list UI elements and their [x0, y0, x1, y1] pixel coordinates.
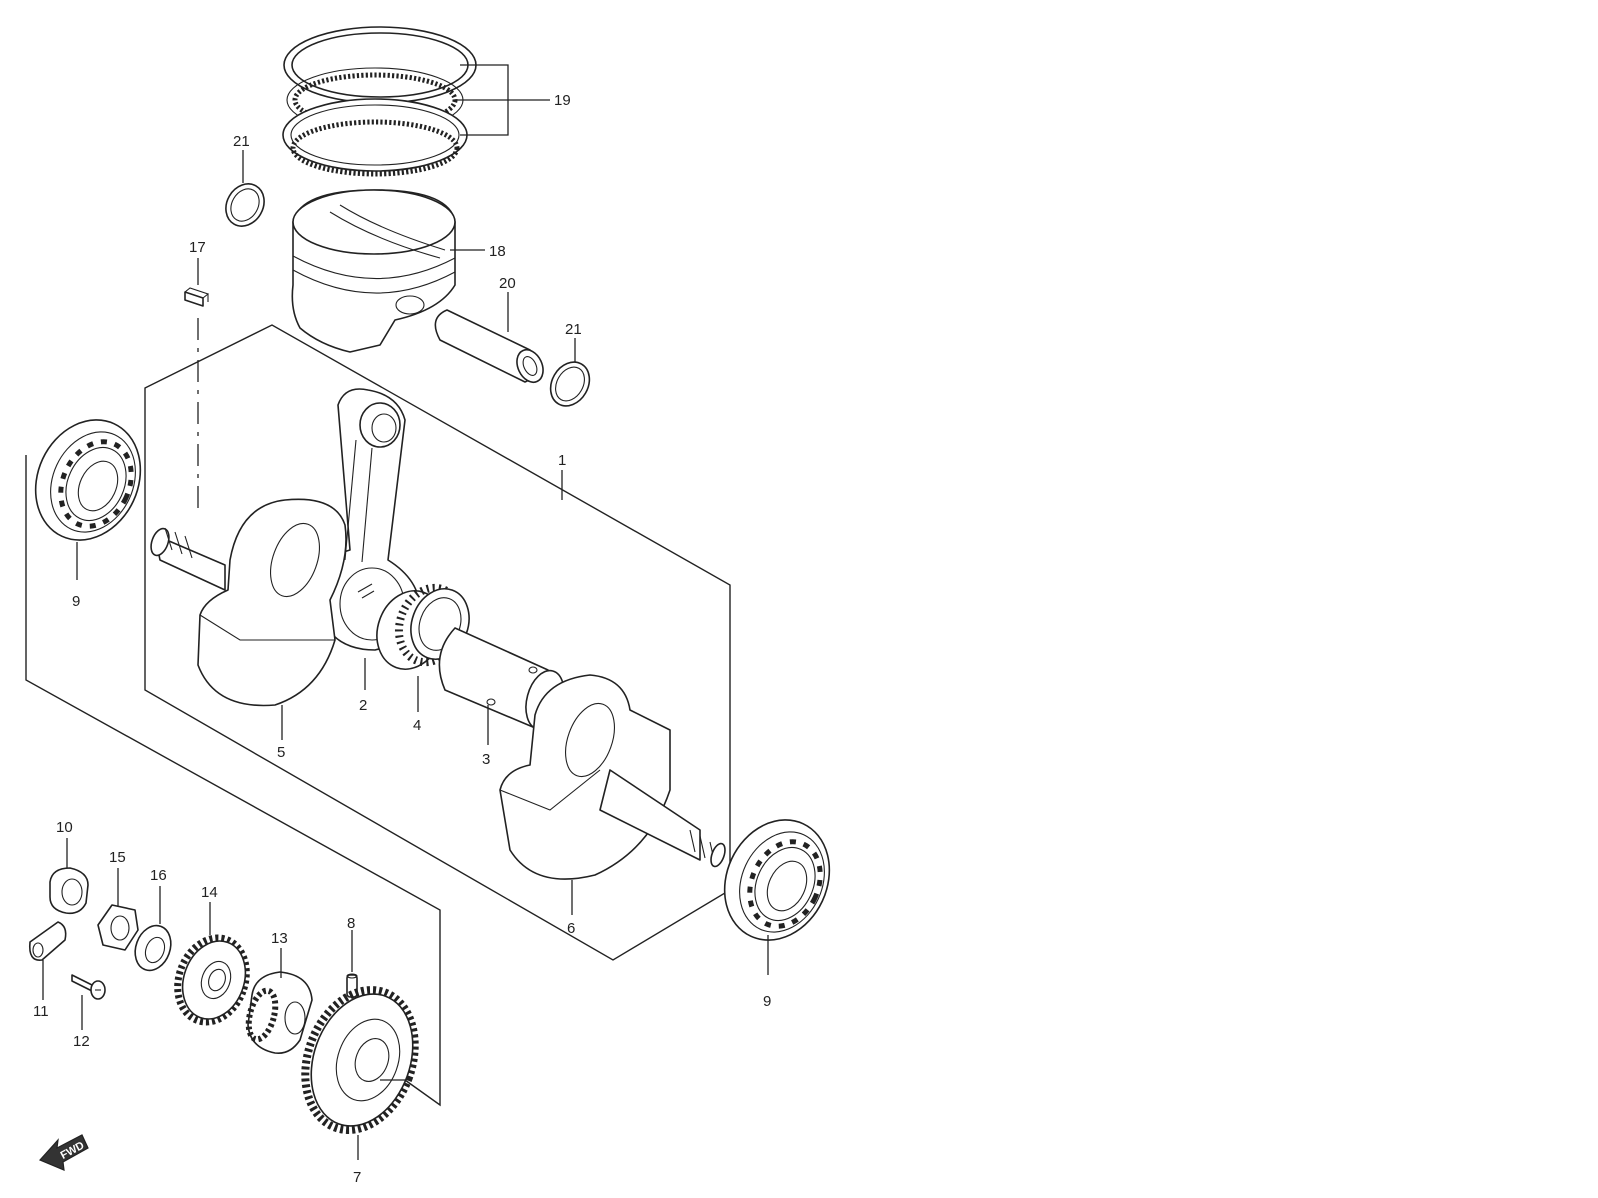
callout-11: 11: [33, 1003, 49, 1020]
crank-bearing-right: [723, 819, 831, 941]
callout-4: 4: [413, 717, 421, 734]
crankshaft-right: [499, 674, 726, 880]
circlip-left: [225, 183, 265, 227]
crankshaft-left: [150, 498, 347, 707]
callout-18: 18: [489, 243, 506, 260]
callout-20: 20: [499, 275, 516, 292]
fwd-label: FWD: [59, 1140, 87, 1162]
piston-pin: [434, 309, 544, 384]
callout-5: 5: [277, 744, 285, 761]
crank-bearing-left: [34, 419, 142, 541]
callout-19: 19: [554, 92, 571, 109]
callout-7: 7: [353, 1169, 361, 1186]
callout-1: 1: [558, 452, 566, 469]
driven-gear: [301, 986, 419, 1134]
callout-13: 13: [271, 930, 288, 947]
piston-ring-set: [282, 26, 477, 177]
callout-9-right: 9: [763, 993, 771, 1010]
drive-gear: [174, 934, 250, 1026]
connecting-rod: [316, 388, 421, 651]
forward-direction-arrow: FWD: [38, 1134, 89, 1171]
callout-16: 16: [150, 867, 167, 884]
callout-12: 12: [73, 1033, 90, 1050]
piston: [291, 189, 456, 353]
callout-9-left: 9: [72, 593, 80, 610]
outer-group-box: [25, 455, 441, 1107]
callout-21-right: 21: [565, 321, 582, 338]
nut: [97, 904, 139, 951]
circlip-right: [549, 361, 591, 407]
woodruff-key: [184, 287, 210, 307]
spacer-collar: [49, 867, 89, 915]
callout-2: 2: [359, 697, 367, 714]
callout-6: 6: [567, 920, 575, 937]
screw: [71, 974, 106, 1000]
washer: [134, 924, 172, 972]
lock-washer: [28, 921, 67, 961]
callout-3: 3: [482, 751, 490, 768]
callout-labels: 1 2 3 4 5 6 7 8 9 9 10 11 12 13 14 15 16…: [33, 92, 771, 1186]
callout-14: 14: [201, 884, 218, 901]
callout-8: 8: [347, 915, 355, 932]
callout-17: 17: [189, 239, 206, 256]
callout-10: 10: [56, 819, 73, 836]
bearing-cone: [245, 971, 313, 1055]
callout-15: 15: [109, 849, 126, 866]
callout-21-left: 21: [233, 133, 250, 150]
